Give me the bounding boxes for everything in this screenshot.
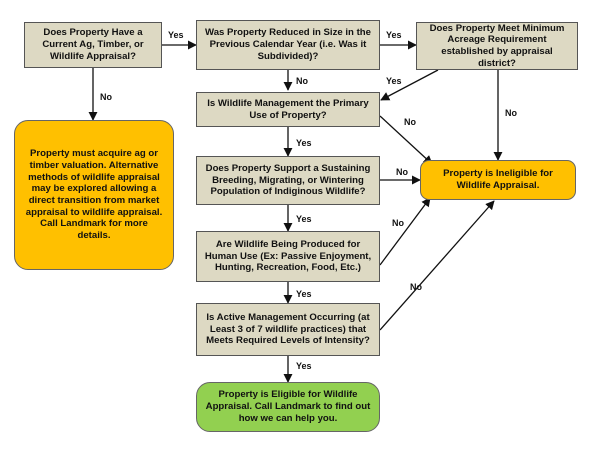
ineligible-box: Property is Ineligible for Wildlife Appr… xyxy=(420,160,576,200)
arrow-q6-ineligible xyxy=(379,197,431,266)
label-q3-no: No xyxy=(505,108,517,118)
arrow-q4-ineligible xyxy=(379,115,433,165)
label-q1-yes: Yes xyxy=(168,30,184,40)
question-reduced-size: Was Property Reduced in Size in the Prev… xyxy=(196,20,380,70)
label-q5-no: No xyxy=(396,167,408,177)
eligible-box: Property is Eligible for Wildlife Apprai… xyxy=(196,382,380,432)
question-active-management: Is Active Management Occurring (at Least… xyxy=(196,303,380,356)
acquire-valuation-box: Property must acquire ag or timber valua… xyxy=(14,120,174,270)
question-sustaining-population: Does Property Support a Sustaining Breed… xyxy=(196,156,380,205)
arrow-q3-q4 xyxy=(380,69,439,101)
label-q7-no: No xyxy=(410,282,422,292)
label-q3-yes: Yes xyxy=(386,76,402,86)
question-minimum-acreage: Does Property Meet Minimum Acreage Requi… xyxy=(416,22,578,70)
label-q1-no: No xyxy=(100,92,112,102)
label-q4-yes: Yes xyxy=(296,138,312,148)
label-q6-yes: Yes xyxy=(296,289,312,299)
label-q7-yes: Yes xyxy=(296,361,312,371)
question-current-appraisal: Does Property Have a Current Ag, Timber,… xyxy=(24,22,162,68)
question-primary-use: Is Wildlife Management the Primary Use o… xyxy=(196,92,380,127)
label-q6-no: No xyxy=(392,218,404,228)
arrow-q7-ineligible xyxy=(379,200,495,331)
label-q2-no: No xyxy=(296,76,308,86)
question-human-use: Are Wildlife Being Produced for Human Us… xyxy=(196,231,380,282)
label-q5-yes: Yes xyxy=(296,214,312,224)
label-q4-no: No xyxy=(404,117,416,127)
label-q2-yes: Yes xyxy=(386,30,402,40)
